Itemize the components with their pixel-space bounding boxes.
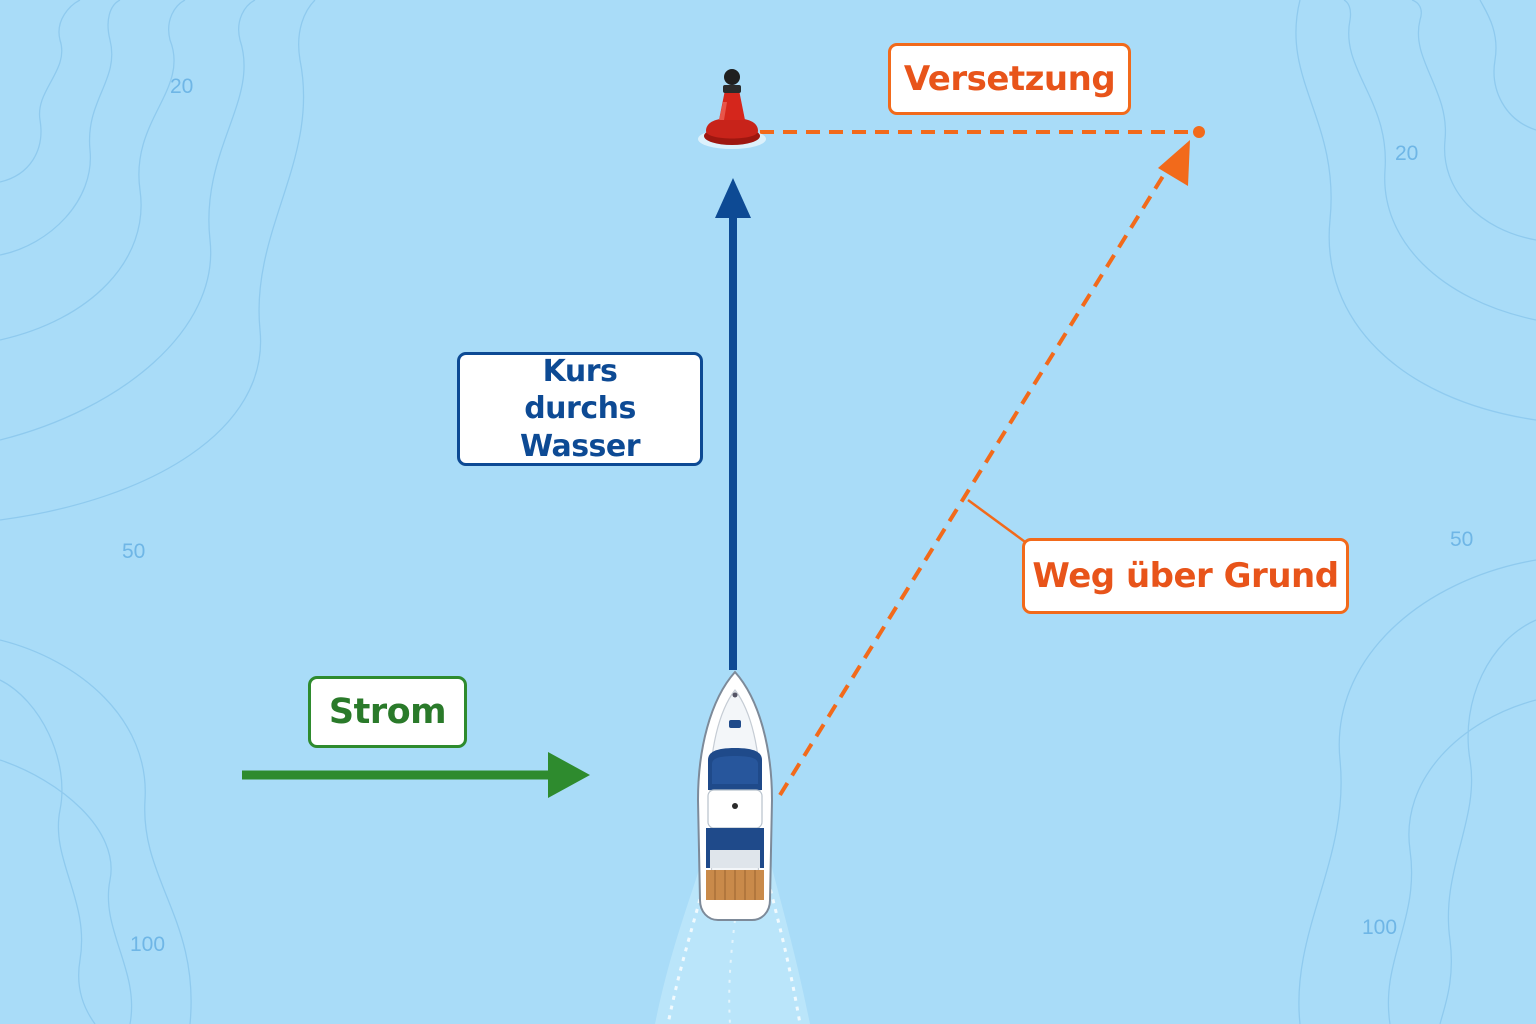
drift-line	[760, 126, 1205, 138]
motorboat-icon	[696, 670, 774, 921]
ground-track-label: Weg über Grund	[1022, 538, 1349, 614]
current-arrow	[242, 752, 590, 798]
buoy-icon	[698, 69, 766, 149]
boat-wake	[655, 860, 810, 1024]
ground-track-arrow	[778, 140, 1190, 797]
current-label: Strom	[308, 676, 467, 748]
depth-label: 100	[1362, 916, 1398, 939]
depth-label: 50	[1450, 528, 1474, 551]
course-arrow	[715, 178, 751, 670]
depth-label: 50	[122, 540, 146, 563]
current-label-text: Strom	[328, 692, 447, 732]
ground-track-label-text: Weg über Grund	[1032, 556, 1339, 596]
course-label-line2: durchs Wasser	[519, 391, 641, 464]
drift-label: Versetzung	[888, 43, 1131, 115]
depth-label: 20	[1395, 142, 1419, 165]
depth-label: 100	[130, 933, 166, 956]
drift-label-text: Versetzung	[903, 59, 1116, 99]
course-label-line1: Kurs	[542, 353, 618, 389]
depth-label: 20	[170, 75, 194, 98]
course-label: Kurs durchs Wasser	[457, 352, 703, 466]
